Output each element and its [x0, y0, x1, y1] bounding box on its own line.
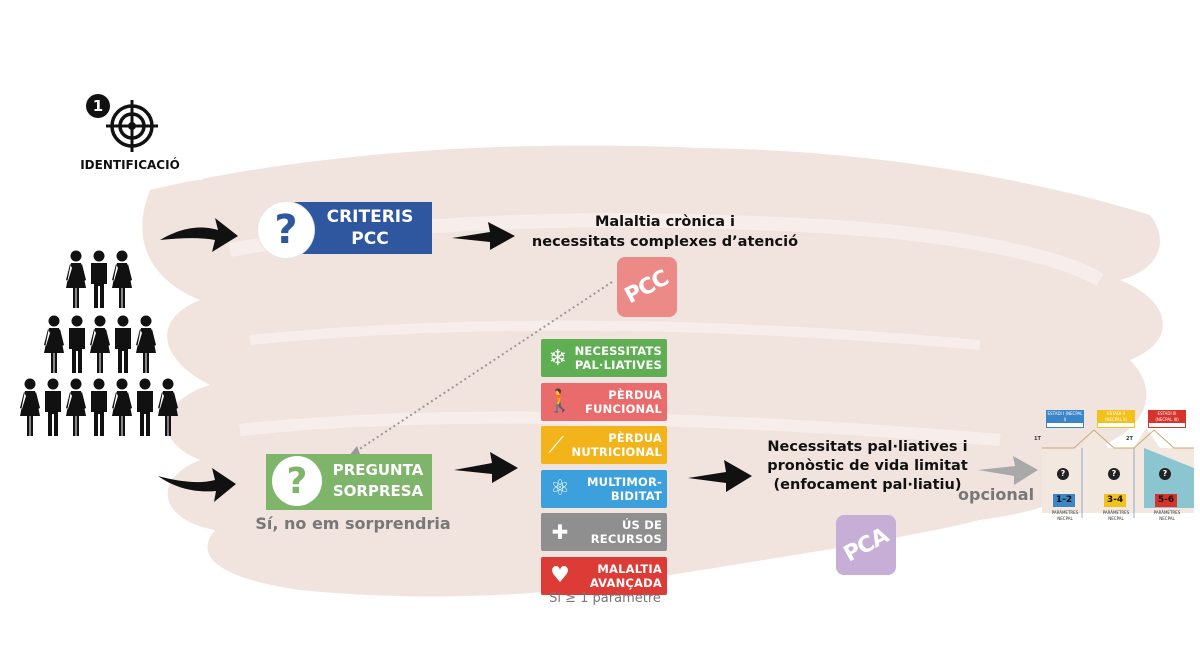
person-head	[70, 378, 82, 390]
person-head	[116, 250, 128, 262]
arrow-to-pregunta-icon	[158, 468, 236, 502]
arrow-to-criteris-icon	[160, 218, 238, 252]
stage-header: ESTADI III (NECPAL III)	[1148, 410, 1186, 428]
person-head	[116, 378, 128, 390]
parameter-item: ⚛ MULTIMOR-BIDITAT	[541, 469, 667, 508]
question-icon: ?	[258, 202, 314, 258]
person-body	[66, 263, 86, 308]
snowflake-icon: ❄	[548, 345, 568, 371]
person-body	[115, 328, 131, 373]
dotted-link-line	[351, 281, 613, 455]
person-head	[93, 250, 105, 262]
arrow-to-parameters-icon	[454, 452, 518, 483]
person-body	[44, 328, 64, 373]
criteris-pcc-box: ? CRITERIS PCC	[258, 200, 432, 260]
person-body	[90, 328, 110, 373]
parameter-label: MULTIMOR-BIDITAT	[587, 474, 662, 503]
cronica-text: Malaltia crònica i necessitats complexes…	[531, 214, 799, 250]
elderly-walker-icon: 🚶	[546, 389, 574, 414]
arrow-to-cronica-icon	[452, 222, 515, 250]
arrow-to-paliatives-icon	[688, 460, 752, 492]
paliatives-text: Necessitats pal·liatives i pronòstic de …	[767, 439, 968, 493]
person-head	[93, 378, 105, 390]
stage-question-icon: ?	[1159, 468, 1171, 480]
opcional-label: opcional	[958, 485, 1035, 504]
person-head	[48, 315, 60, 327]
stage-range: 5-6	[1155, 494, 1177, 507]
pca-tag-icon: PCA	[836, 515, 896, 575]
person-body	[112, 263, 132, 308]
arrow-optional-icon	[978, 456, 1038, 485]
person-head	[71, 315, 83, 327]
identification-panel: 1 IDENTIFICACIÓ	[68, 84, 202, 180]
step-number-badge: 1	[86, 94, 110, 118]
person-body	[136, 328, 156, 373]
person-head	[47, 378, 59, 390]
question-icon: ?	[272, 456, 322, 506]
parameters-caption: Si ≥ 1 paràmetre	[549, 591, 661, 606]
stage-caption: PARÀMETRES NECPAL	[1102, 510, 1130, 521]
person-head	[24, 378, 36, 390]
person-body	[91, 263, 107, 308]
pcc-tag-icon: PCC	[617, 257, 677, 317]
stage-range: 3-4	[1104, 494, 1126, 507]
person-body	[69, 328, 85, 373]
stage-caption: PARÀMETRES NECPAL	[1153, 510, 1181, 521]
person-body	[45, 391, 61, 436]
stage-question-icon: ?	[1057, 468, 1069, 480]
step-label: IDENTIFICACIÓ	[80, 158, 180, 172]
stage-range: 1-2	[1053, 494, 1075, 507]
person-head	[70, 250, 82, 262]
criteris-label: CRITERIS PCC	[326, 207, 414, 249]
pregunta-caption: Sí, no em sorprendria	[255, 514, 451, 533]
person-head	[140, 315, 152, 327]
person-body	[137, 391, 153, 436]
person-head	[162, 378, 174, 390]
organs-icon: ♥	[550, 563, 570, 588]
person-body	[158, 391, 178, 436]
stage-header: ESTADI II (NECPAL II)	[1097, 410, 1135, 428]
pregunta-label: PREGUNTA SORPRESA	[332, 461, 424, 500]
target-icon	[106, 100, 158, 152]
people-population-icon	[20, 250, 178, 436]
necpal-right-label: 2T	[1126, 436, 1133, 442]
medical-cross-icon: ✚	[551, 520, 569, 544]
stage-header: ESTADI I (NECPAL I)	[1046, 410, 1084, 428]
pregunta-sorpresa-box: ? PREGUNTA SORPRESA	[266, 454, 432, 510]
person-head	[94, 315, 106, 327]
spoon-icon: ⟋	[548, 432, 564, 458]
person-body	[112, 391, 132, 436]
atom-icon: ⚛	[550, 476, 570, 501]
person-head	[117, 315, 129, 327]
person-body	[91, 391, 107, 436]
person-body	[20, 391, 40, 436]
person-body	[66, 391, 86, 436]
necpal-left-label: 1T	[1034, 436, 1041, 442]
stage-caption: PARÀMETRES NECPAL	[1051, 510, 1079, 521]
stage-question-icon: ?	[1108, 468, 1120, 480]
person-head	[139, 378, 151, 390]
